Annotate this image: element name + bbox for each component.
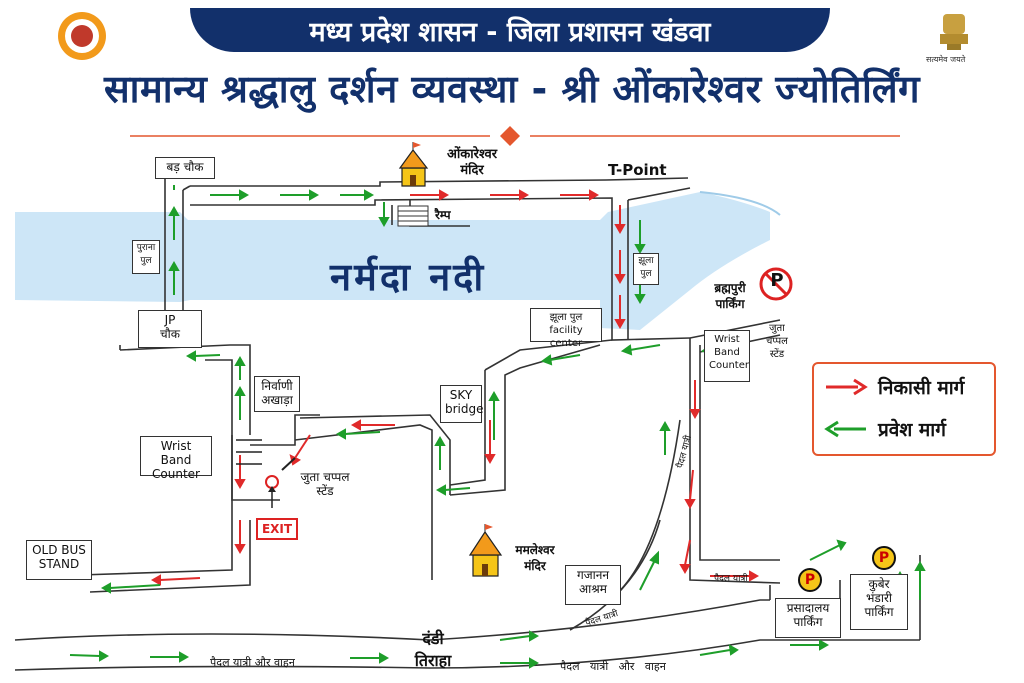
legend-entry-row: प्रवेश मार्ग [824,416,946,442]
route-legend: निकासी मार्ग प्रवेश मार्ग [812,362,996,456]
jhula-pul-label: झूलापुल [633,253,659,285]
entry-arrows [69,185,926,669]
road-label-right: पैदल यात्री और वाहन [560,660,666,673]
header-ornament [130,126,900,146]
legend-entry-label: प्रवेश मार्ग [878,419,946,441]
narmada-river [15,192,770,330]
road-label-footpath-1: पैदल यात्री [714,574,748,584]
green-arrow-icon [824,420,866,438]
ramp-icon [397,205,429,227]
t-point-label: T-Point [608,161,667,179]
no-parking-symbol: P [770,270,784,291]
purana-pul-label: पुरानापुल [132,240,160,274]
exit-arrows [150,189,760,586]
mamleshwar-temple-icon [468,524,503,577]
national-emblem [940,14,968,50]
page-title: सामान्य श्रद्धालु दर्शन व्यवस्था - श्री … [103,67,921,111]
banner-text: मध्य प्रदेश शासन - जिला प्रशासन खंडवा [309,16,711,48]
legend-exit-row: निकासी मार्ग [824,374,964,400]
no-parking-icon [759,267,793,301]
footwear-stand-icon [265,457,296,508]
red-arrow-icon [826,378,868,396]
exit-sign: EXIT [256,518,298,540]
header-banner: मध्य प्रदेश शासन - जिला प्रशासन खंडवा [190,8,830,52]
nirvani-akhada-label: निर्वाणीअखाड़ा [254,376,300,412]
road-label-left: पैदल यात्री और वाहन [210,656,295,669]
omkareshwar-temple-icon [398,142,429,187]
river-label: नर्मदा नदी [330,255,487,299]
emblem-motto: सत्यमेव जयते [926,55,966,64]
dandi-tiraha-label: दंडीतिराहा [414,629,452,670]
prasadalay-parking-icon: P [798,568,822,592]
mp-govt-logo [58,12,106,60]
ramp-label: रैम्प [435,208,451,222]
legend-exit-label: निकासी मार्ग [878,377,965,399]
counter-lines [236,439,262,465]
bad-chowk-label: बड़ चौक [155,157,215,179]
kuber-bhandari-parking-icon: P [872,546,896,570]
brahmpuri-parking-label: ब्रह्मपुरीपार्किंग [714,281,746,311]
